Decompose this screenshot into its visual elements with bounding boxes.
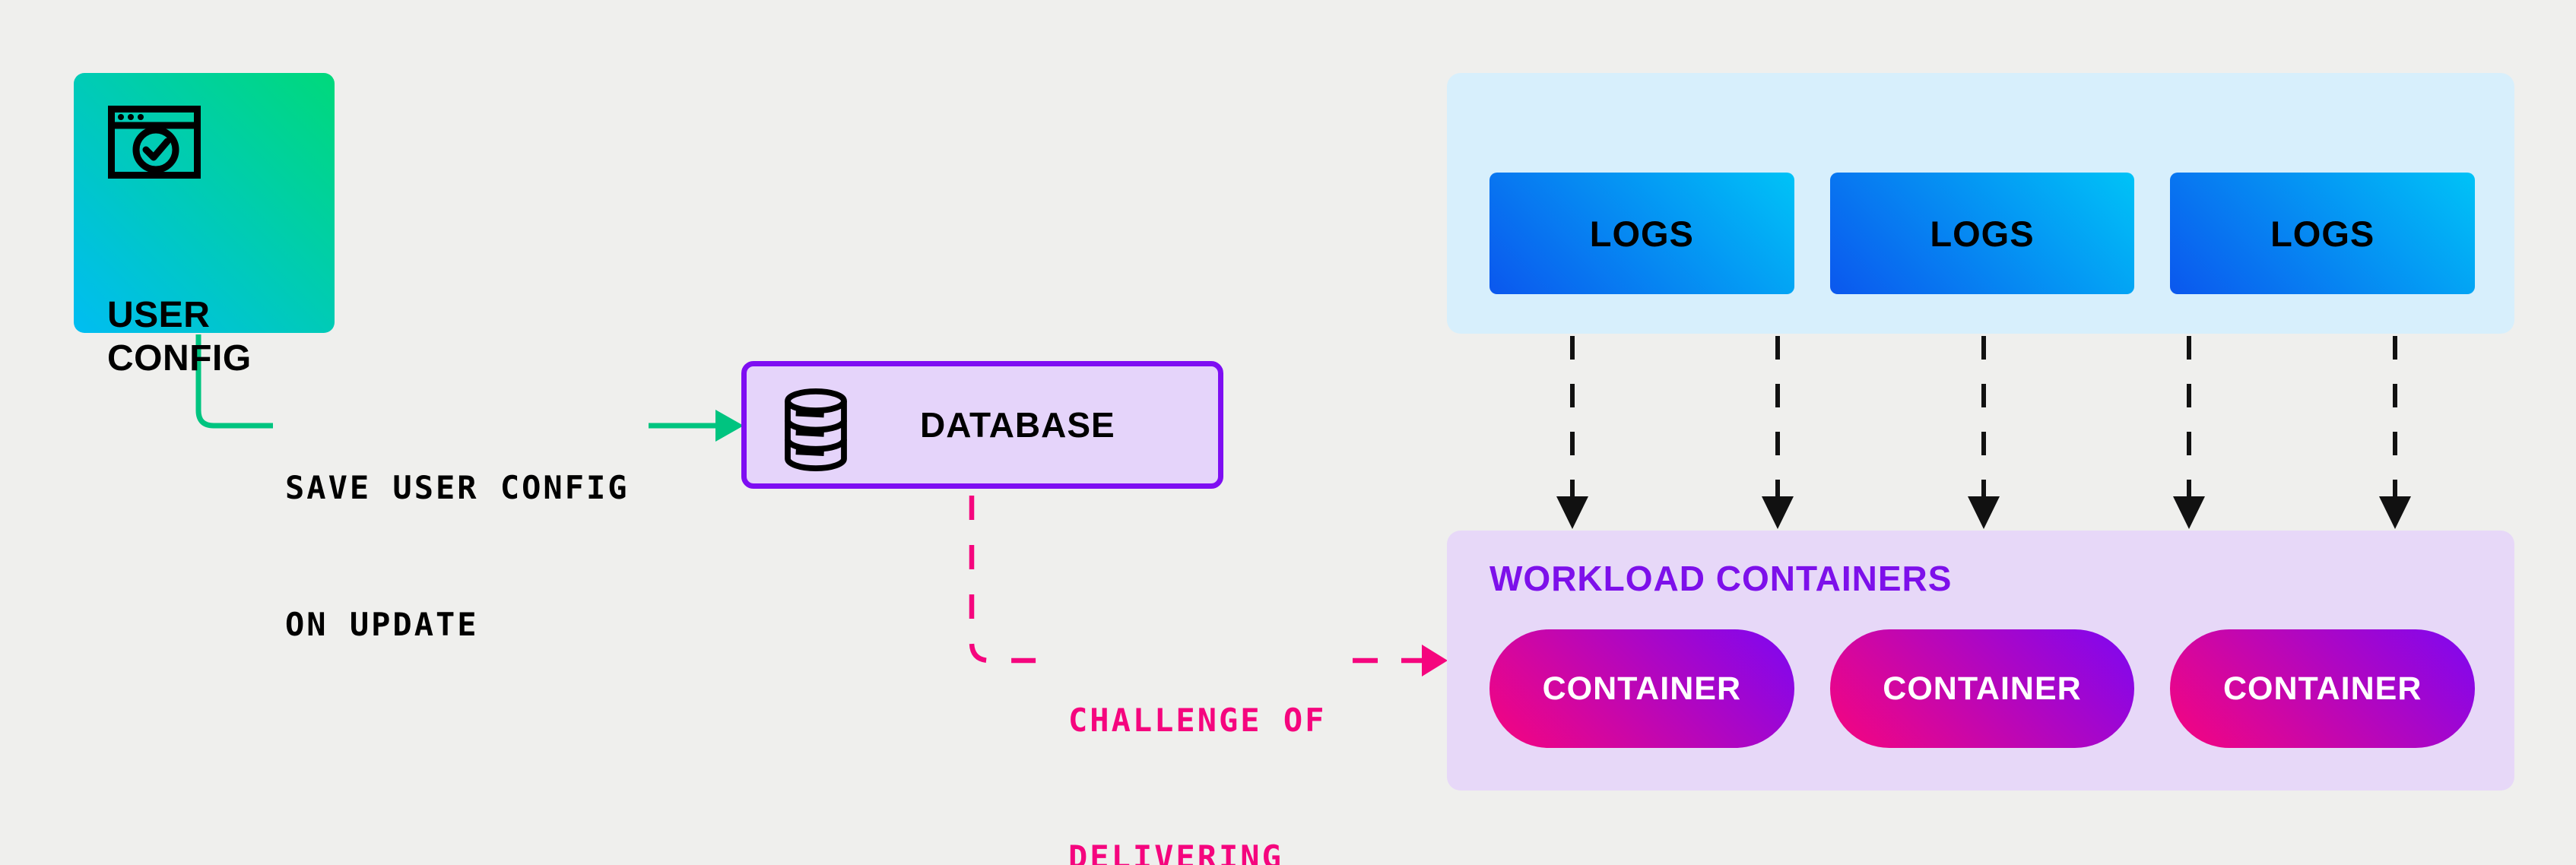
workload-containers-title: WORKLOAD CONTAINERS [1489,559,1953,598]
browser-check-icon [108,106,201,179]
down-arrowhead-icon [1968,496,2000,529]
workload-containers-panel: WORKLOAD CONTAINERS CONTAINER CONTAINER … [1447,531,2514,791]
logs-box: LOGS [1489,173,1794,294]
challenge-annotation: CHALLENGE OF DELIVERING [1068,607,1326,865]
containers-row: CONTAINER CONTAINER CONTAINER [1489,629,2476,748]
user-config-card: USER CONFIG [74,73,335,379]
user-config-label-line2: CONFIG [107,338,252,379]
log-flow-arrow [1762,336,1794,529]
save-annotation: SAVE USER CONFIG ON UPDATE [285,374,630,739]
challenge-annotation-line2: DELIVERING [1068,838,1283,865]
save-annotation-line1: SAVE USER CONFIG [285,469,630,506]
logs-box: LOGS [1829,173,2135,294]
green-arrowhead-icon [715,410,744,442]
log-flow-arrows [1556,336,2411,529]
database-label: DATABASE [920,405,1115,445]
container-pill: CONTAINER [1829,629,2135,748]
down-arrowhead-icon [1556,496,1588,529]
logs-box: LOGS [2170,173,2476,294]
down-arrowhead-icon [2379,496,2411,529]
log-flow-arrow [2173,336,2205,529]
log-flow-arrow [2379,336,2411,529]
pink-arrowhead-icon [1422,645,1448,676]
database-icon [785,388,847,471]
incoming-logs-panel: INCOMING LOGS LOGS LOGS LOGS [1447,73,2514,334]
user-config-label: USER CONFIG [107,293,252,380]
save-annotation-line2: ON UPDATE [285,606,479,643]
log-flow-arrow [1556,336,1588,529]
pink-dashed-elbow-line [969,496,1037,664]
database-card: DATABASE [741,361,1223,489]
down-arrowhead-icon [1762,496,1794,529]
logs-row: LOGS LOGS LOGS [1489,173,2476,294]
challenge-annotation-line1: CHALLENGE OF [1068,702,1327,739]
user-config-label-line1: USER [107,295,211,335]
container-pill: CONTAINER [1489,629,1794,748]
container-pill: CONTAINER [2170,629,2476,748]
down-arrowhead-icon [2173,496,2205,529]
log-flow-arrow [1968,336,2000,529]
